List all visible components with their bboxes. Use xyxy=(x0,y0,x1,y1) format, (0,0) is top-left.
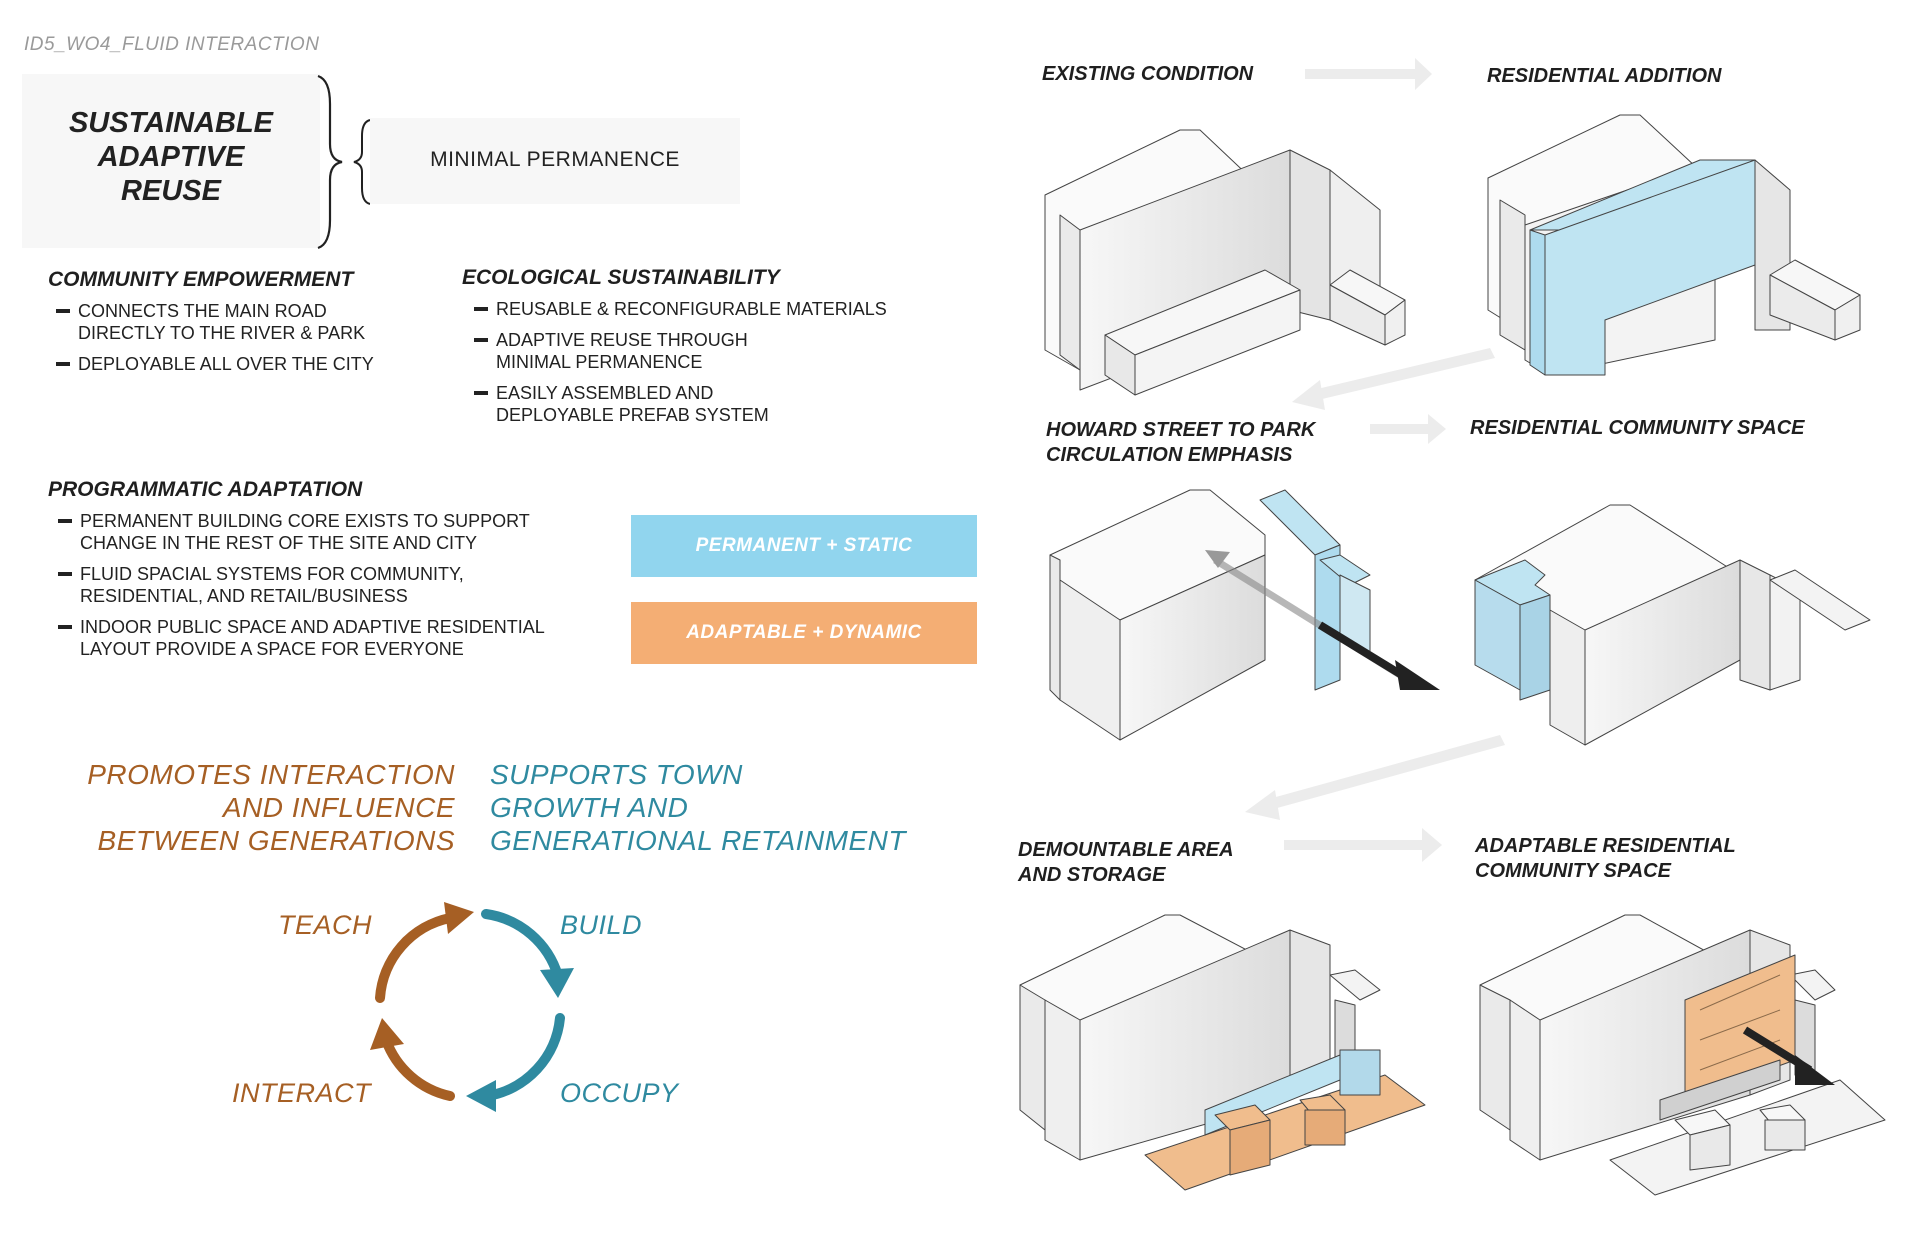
main-title-line: SUSTAINABLE xyxy=(68,107,274,139)
diagram-circulation-emphasis xyxy=(1049,489,1440,741)
flow-arrow-right-icon xyxy=(1305,58,1432,90)
project-id-label: ID5_WO4_FLUID INTERACTION xyxy=(24,34,320,55)
curly-brace-large-icon xyxy=(317,74,343,250)
interact-arrow-icon xyxy=(370,1018,455,1101)
dash-icon xyxy=(58,572,72,576)
movement-arrow-icon xyxy=(1742,1026,1835,1085)
bullet-item: FLUID SPACIAL SYSTEMS FOR COMMUNITY,RESI… xyxy=(58,563,545,607)
step-title-residential-community: RESIDENTIAL COMMUNITY SPACE xyxy=(1470,417,1805,439)
section-title: PROGRAMMATIC ADAPTATION xyxy=(48,478,363,501)
dash-icon xyxy=(474,391,488,395)
section-title: ECOLOGICAL SUSTAINABILITY xyxy=(462,266,780,289)
flow-arrow-diagonal-icon xyxy=(1245,735,1505,820)
cycle-label-build: BUILD xyxy=(560,910,643,940)
cycle-label-interact: INTERACT xyxy=(232,1078,371,1108)
cycle-diagram xyxy=(370,902,574,1112)
circulation-double-arrow-icon xyxy=(1205,550,1440,690)
cycle-label-teach: TEACH xyxy=(278,910,373,940)
dash-icon xyxy=(474,307,488,311)
main-title-line: REUSE xyxy=(121,175,221,207)
flow-arrow-diagonal-icon xyxy=(1292,348,1495,410)
sub-concept-label: MINIMAL PERMANENCE xyxy=(430,148,680,171)
section-title: COMMUNITY EMPOWERMENT xyxy=(48,268,354,291)
bullet-item: INDOOR PUBLIC SPACE AND ADAPTIVE RESIDEN… xyxy=(58,616,545,660)
curly-brace-small-icon xyxy=(353,119,371,205)
diagram-residential-community-space xyxy=(1474,504,1871,746)
build-arrow-icon xyxy=(481,909,574,998)
programmatic-section: PROGRAMMATIC ADAPTATION PERMANENT BUILDI… xyxy=(48,478,545,669)
dash-icon xyxy=(56,309,70,313)
step-title-existing-condition: EXISTING CONDITION xyxy=(1042,63,1254,85)
teach-arrow-icon xyxy=(375,902,474,1003)
occupy-arrow-icon xyxy=(466,1013,565,1112)
bullet-item: PERMANENT BUILDING CORE EXISTS TO SUPPOR… xyxy=(58,510,545,554)
bullet-item: DEPLOYABLE ALL OVER THE CITY xyxy=(56,353,374,375)
goal-retainment-text: SUPPORTS TOWN GROWTH AND GENERATIONAL RE… xyxy=(490,759,906,856)
flow-arrow-right-icon xyxy=(1284,828,1442,862)
ecological-section: ECOLOGICAL SUSTAINABILITY REUSABLE & REC… xyxy=(462,266,887,435)
diagram-residential-addition xyxy=(1487,114,1861,376)
diagram-existing-condition xyxy=(1044,129,1406,396)
bullet-item: REUSABLE & RECONFIGURABLE MATERIALS xyxy=(474,298,887,320)
dash-icon xyxy=(58,625,72,629)
legend-adaptable-dynamic: ADAPTABLE + DYNAMIC xyxy=(631,602,977,664)
goal-interaction-text: PROMOTES INTERACTION AND INFLUENCE BETWE… xyxy=(87,759,455,856)
diagram-adaptable-residential xyxy=(1479,914,1886,1196)
legend-permanent-static: PERMANENT + STATIC xyxy=(631,515,977,577)
main-concept-title: SUSTAINABLE ADAPTIVE REUSE xyxy=(22,106,320,208)
dash-icon xyxy=(58,519,72,523)
main-concept-box xyxy=(22,74,320,248)
dash-icon xyxy=(474,338,488,342)
cycle-label-occupy: OCCUPY xyxy=(560,1078,679,1108)
sub-concept-box xyxy=(370,118,740,204)
community-section: COMMUNITY EMPOWERMENT CONNECTS THE MAIN … xyxy=(48,268,374,384)
main-title-line: ADAPTIVE xyxy=(97,141,245,173)
diagram-demountable-storage xyxy=(1019,914,1426,1191)
flow-arrow-right-icon xyxy=(1370,414,1446,444)
dash-icon xyxy=(56,362,70,366)
step-title-residential-addition: RESIDENTIAL ADDITION xyxy=(1487,65,1722,87)
